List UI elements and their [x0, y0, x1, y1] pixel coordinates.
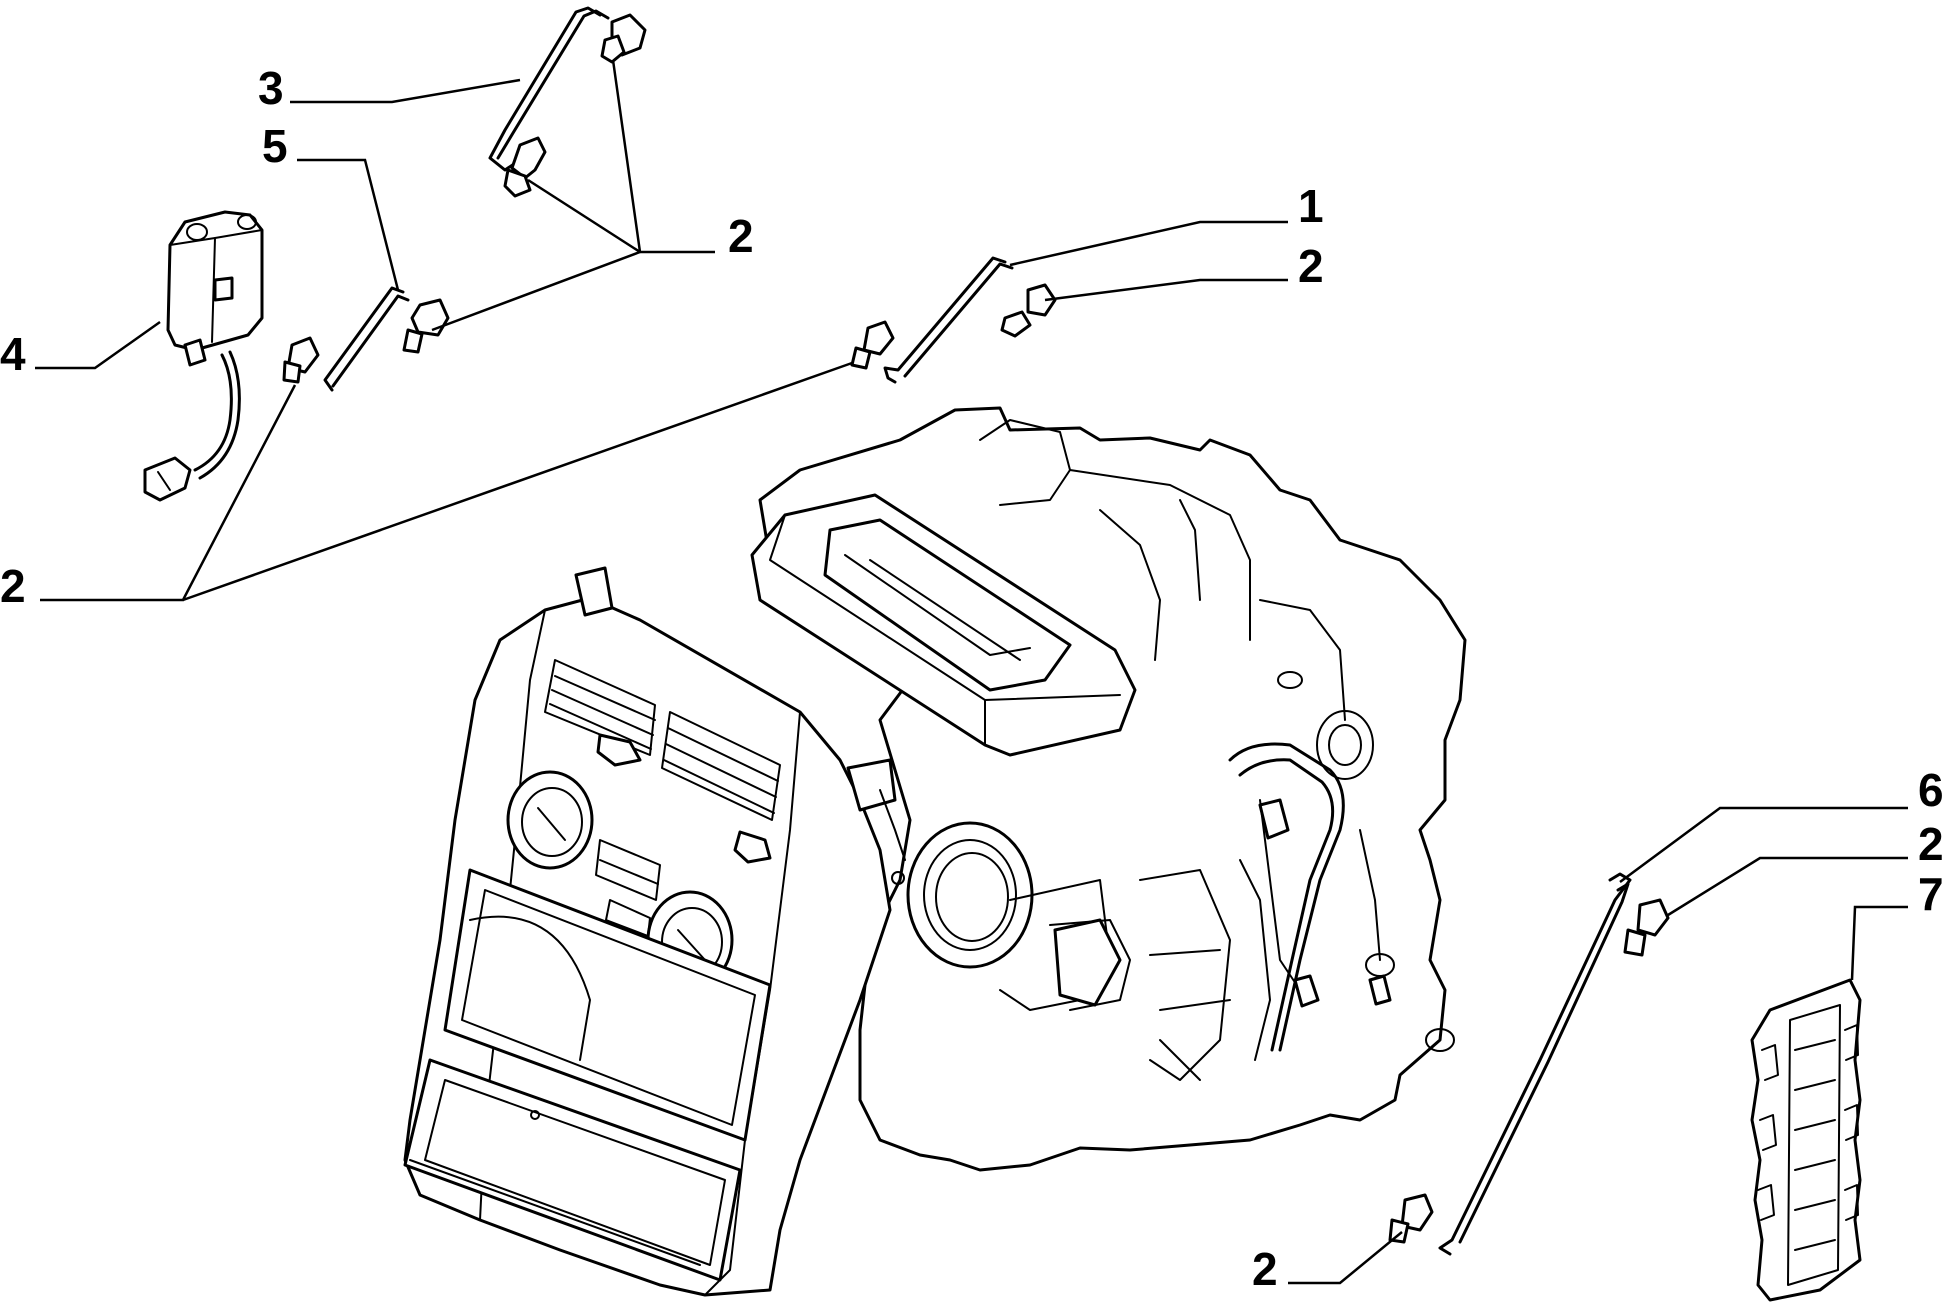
callout-5: 5 [262, 120, 288, 172]
callout-6: 6 [1918, 764, 1944, 816]
part-2-clip-top [600, 13, 647, 64]
leader-lines [35, 59, 1908, 1285]
part-2-clip-left [282, 336, 320, 384]
callout-labels: 3 5 2 4 2 1 2 6 2 7 2 [0, 62, 1944, 1295]
heater-assembly [403, 406, 1467, 1297]
callout-2-right-upper: 2 [1298, 240, 1324, 292]
callout-4: 4 [0, 328, 26, 380]
callout-2-top: 2 [728, 210, 754, 262]
part-7-panel [1750, 978, 1862, 1302]
part-2-clip-bottom [1388, 1193, 1434, 1244]
part-1-rod [883, 256, 1014, 384]
part-2-clip-long [850, 320, 895, 370]
part-5-rod [323, 286, 410, 392]
callout-2-left: 2 [0, 560, 26, 612]
callout-2-bottom: 2 [1252, 1243, 1278, 1295]
part-2-clip-p1 [1000, 283, 1057, 338]
part-2-clip-mid [503, 136, 547, 198]
part-2-clip-p6 [1623, 898, 1670, 957]
callout-1: 1 [1298, 180, 1324, 232]
part-6-rod [1438, 872, 1632, 1256]
callout-2-right-mid: 2 [1918, 818, 1944, 870]
part-4-actuator [143, 210, 264, 502]
part-3-rod [488, 6, 610, 172]
callout-3: 3 [258, 62, 284, 114]
callout-7: 7 [1918, 868, 1944, 920]
